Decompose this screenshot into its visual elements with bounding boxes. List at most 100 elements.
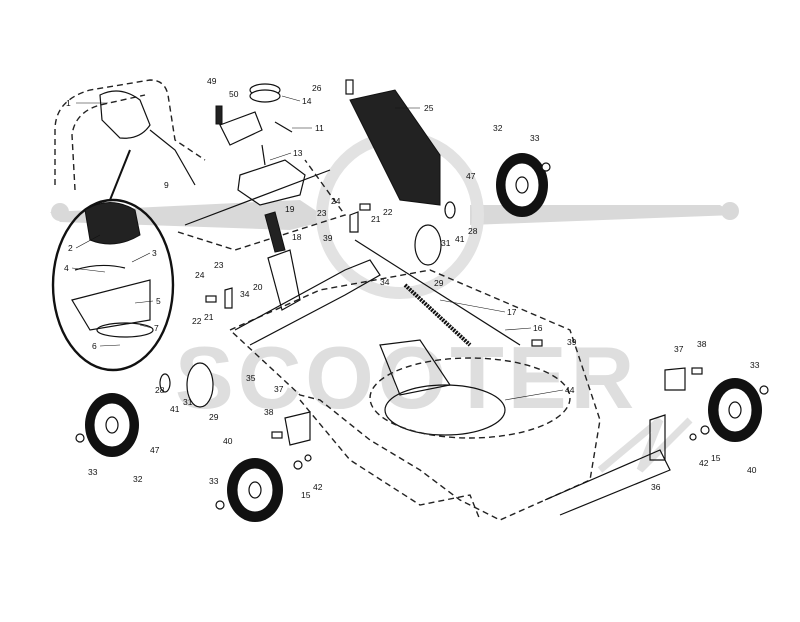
callout-23-top: 23 (317, 208, 327, 218)
leader-17 (439, 299, 506, 313)
leader-44 (504, 389, 564, 401)
callout-42-left: 42 (313, 482, 323, 492)
zoom-circle (51, 198, 175, 372)
wheel-center (728, 401, 742, 419)
gearbox-shaft (261, 144, 266, 166)
bolt-38a (271, 431, 283, 439)
callout-47-left: 47 (150, 445, 160, 455)
callout-42-right: 42 (699, 458, 709, 468)
callout-41-top: 41 (455, 234, 465, 244)
callout-7: 7 (154, 323, 159, 333)
callout-20: 20 (253, 282, 263, 292)
gear-29-right (414, 224, 442, 266)
callout-5: 5 (156, 296, 161, 306)
handle-inner-dashed (71, 94, 146, 191)
callout-38-right: 38 (697, 339, 707, 349)
callout-31-top: 31 (441, 238, 451, 248)
callout-33-left: 33 (88, 467, 98, 477)
wheel-hub (504, 162, 540, 208)
pulley-14-lower (249, 89, 281, 103)
blade-44 (384, 384, 506, 436)
callout-24-left: 24 (195, 270, 205, 280)
wheels (85, 153, 762, 522)
clip-42b (689, 433, 697, 441)
deck-outline (228, 269, 601, 521)
callout-39-top: 39 (323, 233, 333, 243)
watermark-dot-right (721, 202, 739, 220)
spring-17 (403, 283, 472, 347)
washer-15b (700, 425, 710, 435)
transmission-assembly (177, 83, 347, 251)
pinion-47 (444, 201, 456, 219)
bolt-49 (215, 105, 223, 125)
nut-33b (75, 433, 85, 443)
callout-4: 4 (64, 263, 69, 273)
handle-grip (99, 90, 151, 139)
spring-11 (274, 121, 293, 133)
deck (228, 269, 601, 521)
bolt-24a (359, 203, 371, 211)
callout-34-top: 34 (380, 277, 390, 287)
callout-16: 16 (533, 323, 543, 333)
callout-24-top: 24 (331, 196, 341, 206)
bracket-18 (267, 249, 301, 311)
callout-37-right: 37 (674, 344, 684, 354)
handle-assembly (54, 79, 206, 191)
leader-5 (134, 300, 154, 304)
callout-40-right: 40 (747, 465, 757, 475)
watermark-z (597, 417, 693, 473)
wheel-hub (236, 467, 274, 513)
leader-13 (269, 152, 292, 161)
washer-15a (293, 460, 303, 470)
wheel-center (515, 176, 529, 194)
gear-29-left (186, 362, 214, 408)
callout-23-left: 23 (214, 260, 224, 270)
bracket-23b (224, 287, 233, 309)
leader-2 (75, 234, 101, 249)
clip-42a (304, 454, 312, 462)
leader-16 (504, 327, 532, 331)
wheel-32-top-right (496, 153, 548, 217)
zoom-detail (51, 149, 175, 372)
zoom-lever (84, 202, 141, 245)
leader-3 (131, 252, 151, 263)
wheel-32-left (85, 393, 139, 457)
callout-28-left: 28 (155, 385, 165, 395)
callout-35: 35 (246, 373, 256, 383)
callout-50: 50 (229, 89, 239, 99)
wheel-40-bottom (227, 458, 283, 522)
callout-6: 6 (92, 341, 97, 351)
callout-22-left: 22 (192, 316, 202, 326)
callout-25: 25 (424, 103, 434, 113)
callout-32-left: 32 (133, 474, 143, 484)
callout-15-left: 15 (301, 490, 311, 500)
callout-39-right: 39 (567, 337, 577, 347)
callout-29-left: 29 (209, 412, 219, 422)
axle-35 (234, 259, 381, 346)
callout-3: 3 (152, 248, 157, 258)
zoom-pointer (109, 149, 131, 201)
chute-25 (349, 89, 441, 206)
callout-37-left: 37 (274, 384, 284, 394)
callout-49: 49 (207, 76, 217, 86)
cable-9 (149, 129, 196, 186)
callout-14: 14 (302, 96, 312, 106)
wheel-center (105, 416, 119, 434)
chute-assembly (345, 79, 441, 206)
belt-guard (379, 339, 451, 396)
callout-11: 11 (315, 123, 324, 133)
wheel-hub (717, 387, 753, 433)
callout-22-top: 22 (383, 207, 393, 217)
callout-41-left: 41 (170, 404, 180, 414)
leader-14 (281, 95, 301, 102)
pinion-31-left (159, 373, 171, 393)
callout-18: 18 (292, 232, 302, 242)
callout-9: 9 (164, 180, 169, 190)
zoom-plate (96, 322, 154, 338)
callout-21-top: 21 (371, 214, 381, 224)
drive-shaft (184, 169, 331, 226)
callout-13: 13 (293, 148, 303, 158)
callout-47-top: 47 (466, 171, 476, 181)
callout-38-left: 38 (264, 407, 274, 417)
hardware (75, 162, 769, 510)
